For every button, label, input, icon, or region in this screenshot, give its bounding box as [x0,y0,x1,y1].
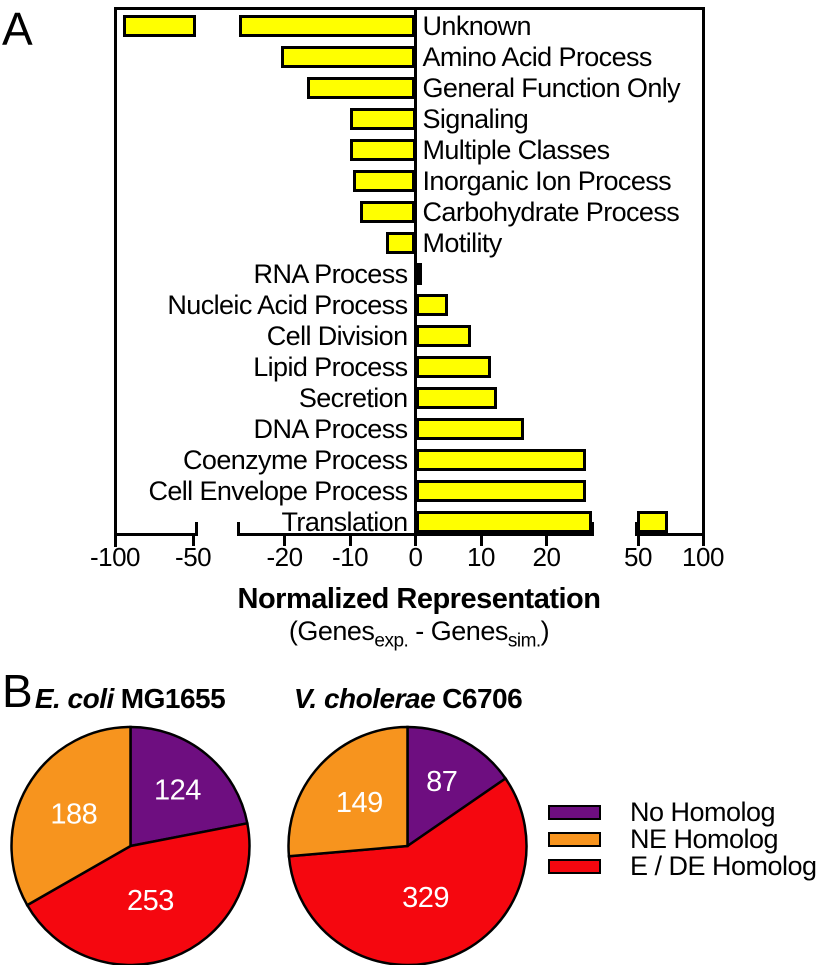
bar [350,139,416,161]
sub-part: - Genes [408,616,508,646]
bar-label: Multiple Classes [422,135,611,165]
bar-label: Inorganic Ion Process [422,166,672,196]
bar [386,232,416,254]
pie1-title-strain: MG1655 [120,683,226,714]
plot-frame-left [113,7,117,547]
x-axis-tick [479,533,483,546]
bar-label: Signaling [422,104,529,134]
bar-label: Coenzyme Process [183,445,408,475]
bar [415,449,586,471]
bar-label: Unknown [422,11,532,41]
pie-slice-value: 149 [336,787,383,819]
legend-swatch-red [548,858,601,874]
pie-charts: 124 253 188 87 329 149 [10,725,528,965]
axis-break-tick [237,522,241,536]
bar-label: General Function Only [422,73,681,103]
pie1-title-species: E. coli [34,683,114,714]
bar [307,77,416,99]
x-axis-tick-label: 0 [408,542,423,572]
x-axis-tick-label: -10 [331,542,369,572]
bar [415,511,593,533]
bar-label: Amino Acid Process [422,42,653,72]
x-axis-title: Normalized Representation [237,583,601,615]
pie-slice-value: 329 [402,882,449,914]
pie2-title-strain: C6706 [442,683,523,714]
plot-frame-top [113,7,705,10]
bar [353,170,416,192]
bar [415,480,586,502]
sub-exp: exp. [374,630,409,652]
pie2-title-species: V. cholerae [293,683,436,714]
pie-slice-red [287,776,528,965]
sub-part: ) [540,616,550,646]
bar-label: Cell Division [266,321,408,351]
bar-label: DNA Process [253,414,409,444]
legend-swatch-purple [548,804,601,820]
x-axis-segment [113,533,198,536]
x-axis-tick-label: 10 [467,542,495,572]
x-axis-tick-label: -20 [266,542,303,572]
legend-label: E / DE Homolog [630,851,817,881]
x-axis-tick-label: -100 [89,542,141,572]
x-axis-segment [635,533,705,536]
pie-slice-value: 124 [154,775,201,807]
x-axis-tick [283,533,286,546]
pie-slice-purple [129,725,249,848]
axis-break-tick [590,522,594,536]
bar-label: Secretion [298,383,408,413]
sub-part: (Genes [288,616,375,646]
panel-a-letter: A [2,3,33,55]
bar [281,46,416,68]
bar [350,108,416,130]
bar-label: Motility [422,228,503,258]
bar-label: Cell Envelope Process [148,476,408,506]
legend-label: No Homolog [630,797,776,827]
pie-slice-value: 253 [127,885,174,917]
bar-label: Nucleic Acid Process [167,290,408,320]
x-axis-tick-label: -50 [175,542,212,572]
pie-slice-value: 188 [50,799,97,831]
bar [415,418,524,440]
x-axis-tick [636,533,640,546]
x-axis-tick [414,533,417,546]
panel-b-letter: B [2,665,33,717]
bar [415,356,491,378]
legend-row-orange: NE Homolog [548,824,817,854]
x-axis-tick [545,533,548,546]
sub-sim: sim. [507,630,541,652]
x-axis-tick-label: 50 [624,542,652,572]
bar-label: Translation [281,507,409,537]
pie-slice-orange [10,725,132,907]
pie-slice-red [25,821,251,965]
bar-label: Lipid Process [253,352,408,382]
bar [122,15,197,37]
legend-swatch-orange [548,831,601,847]
bar [238,15,416,37]
bar [636,511,668,533]
x-axis-tick [191,533,195,546]
pie-slice-orange [287,725,409,858]
bar [359,201,416,223]
bar [415,263,423,285]
x-axis-tick-label: 100 [682,542,724,572]
legend-row-purple: No Homolog [548,797,817,827]
pie-slice-value: 87 [426,766,457,798]
bar [415,294,449,316]
bar [415,387,498,409]
x-axis-sub-label: (Genesexp. - Genessim.) [119,616,719,656]
pie-slice-purple [406,725,508,849]
bar-label: RNA Process [253,259,409,289]
x-axis-tick [348,533,352,546]
plot-frame-right [701,7,705,546]
legend-row-red: E / DE Homolog [548,851,817,881]
x-axis-tick-label: 20 [532,542,561,572]
bar-label: Carbohydrate Process [422,197,680,227]
axis-break-tick [194,522,198,536]
bar [415,325,472,347]
legend-label: NE Homolog [630,824,779,854]
